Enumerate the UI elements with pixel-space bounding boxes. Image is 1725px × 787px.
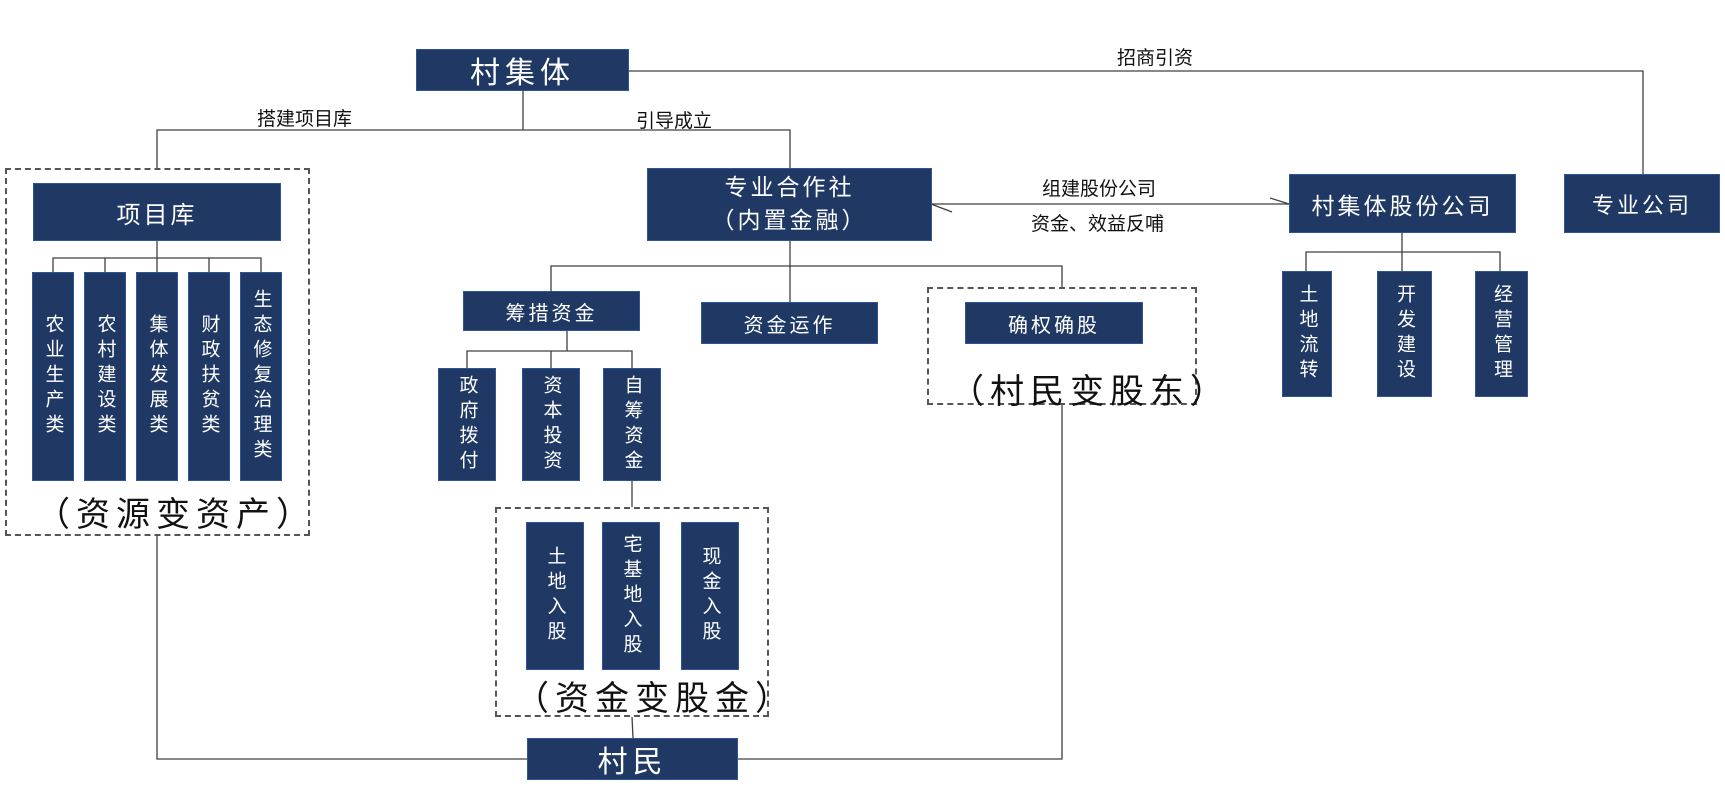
- share-type-homestead-label: 宅基地入股: [620, 533, 643, 659]
- share-type-land-label: 土地入股: [544, 546, 567, 646]
- villager-to-shareholder-caption: （村民变股东）: [950, 372, 1230, 412]
- company-task-land-transfer: 土地流转: [1282, 271, 1332, 397]
- funds-to-shares-group: [495, 507, 769, 717]
- category-agriculture: 农业生产类: [32, 272, 74, 481]
- category-poverty-alleviation: 财政扶贫类: [188, 272, 230, 481]
- label-build-library: 搭建项目库: [257, 109, 353, 130]
- cooperative-line2: （内置金融）: [711, 207, 868, 234]
- fund-source-government-label: 政府拨付: [456, 374, 479, 475]
- village-collective-node: 村集体: [416, 49, 629, 91]
- category-rural-construction-label: 农村建设类: [94, 314, 117, 439]
- category-collective-development-label: 集体发展类: [146, 314, 169, 439]
- fund-source-self-raised-label: 自筹资金: [621, 374, 644, 475]
- project-library-node: 项目库: [33, 183, 281, 241]
- collective-share-company-node: 村集体股份公司: [1289, 174, 1516, 233]
- label-investment: 招商引资: [1117, 48, 1194, 69]
- fund-source-capital: 资本投资: [522, 368, 580, 481]
- category-poverty-alleviation-label: 财政扶贫类: [198, 314, 221, 439]
- fundraising-node: 筹措资金: [463, 291, 640, 331]
- label-form-company: 组建股份公司: [1042, 179, 1157, 200]
- category-agriculture-label: 农业生产类: [42, 314, 65, 439]
- category-collective-development: 集体发展类: [136, 272, 178, 481]
- company-task-development-label: 开发建设: [1394, 284, 1416, 384]
- share-type-land: 土地入股: [526, 522, 584, 670]
- share-type-cash-label: 现金入股: [699, 546, 722, 646]
- share-type-homestead: 宅基地入股: [602, 522, 660, 670]
- villagers-node: 村民: [527, 738, 738, 780]
- villager-to-shareholder-group: [927, 287, 1197, 405]
- professional-company-node: 专业公司: [1564, 174, 1720, 233]
- resource-to-asset-group: [5, 168, 310, 536]
- company-task-development: 开发建设: [1377, 271, 1432, 397]
- company-task-operation-label: 经营管理: [1491, 284, 1513, 384]
- label-funds-feedback: 资金、效益反哺: [1031, 214, 1165, 235]
- fund-source-government: 政府拨付: [438, 368, 496, 481]
- fund-source-capital-label: 资本投资: [540, 374, 563, 475]
- category-ecological-restoration-label: 生态修复治理类: [250, 289, 273, 464]
- cooperative-node: 专业合作社 （内置金融）: [647, 168, 932, 241]
- label-guide-establish: 引导成立: [636, 111, 713, 132]
- share-type-cash: 现金入股: [681, 522, 739, 670]
- category-rural-construction: 农村建设类: [84, 272, 126, 481]
- category-ecological-restoration: 生态修复治理类: [240, 272, 282, 481]
- funds-to-shares-caption: （资金变股金）: [515, 679, 795, 719]
- resource-to-asset-caption: （资源变资产）: [36, 495, 316, 535]
- capital-operation-node: 资金运作: [701, 302, 878, 344]
- equity-confirmation-node: 确权确股: [965, 302, 1143, 344]
- fund-source-self-raised: 自筹资金: [603, 368, 661, 481]
- company-task-land-transfer-label: 土地流转: [1296, 284, 1319, 384]
- cooperative-line1: 专业合作社: [724, 174, 855, 201]
- company-task-operation: 经营管理: [1475, 271, 1528, 397]
